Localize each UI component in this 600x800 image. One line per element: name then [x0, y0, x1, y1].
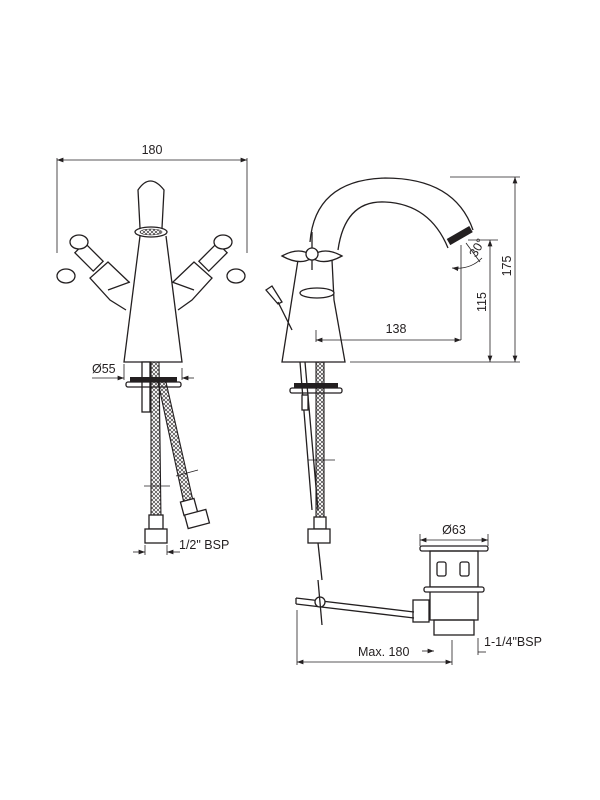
base-diameter-dimension: Ø55 — [92, 362, 194, 381]
base-diameter-label: Ø55 — [92, 362, 116, 376]
rod-length-label: Max. 180 — [358, 645, 409, 659]
spout-height-label: 115 — [475, 292, 489, 312]
hoses-front: 1/2" BSP — [125, 361, 229, 555]
tap-body-side — [265, 177, 474, 363]
spout-reach-label: 138 — [386, 322, 407, 336]
height-dimensions: 115 175 30° — [350, 176, 520, 363]
width-label: 180 — [142, 143, 163, 157]
hoses-side — [289, 361, 343, 581]
reach-dimension: 138 — [315, 322, 461, 343]
waste-diameter-label: Ø63 — [442, 523, 466, 537]
front-view: 180 Ø55 — [56, 143, 248, 555]
total-height-label: 175 — [500, 256, 514, 277]
width-dimension: 180 — [56, 143, 248, 253]
tap-body-front — [56, 180, 246, 363]
connection-label: 1/2" BSP — [179, 538, 229, 552]
side-view: 138 115 175 30° — [265, 176, 542, 665]
thread-label: 1-1/4"BSP — [484, 635, 542, 649]
pop-up-waste: Ø63 Max. 180 1-1/4"BSP — [295, 523, 542, 665]
